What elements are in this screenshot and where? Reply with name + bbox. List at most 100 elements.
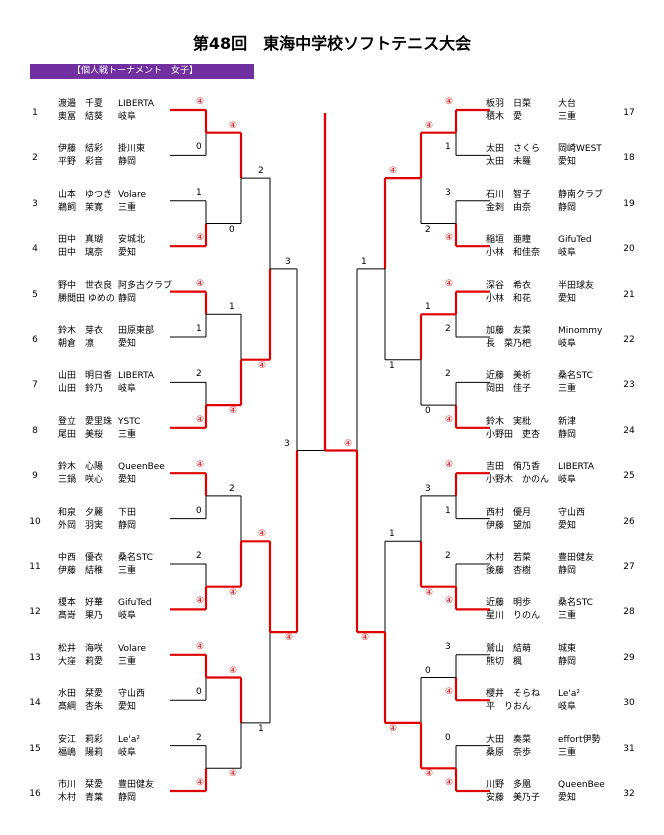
- match-score: 0: [425, 406, 431, 417]
- match-score: ④: [425, 120, 434, 131]
- prefecture-name: 愛知: [118, 475, 137, 486]
- player-name: 小野木 かのん: [486, 475, 550, 486]
- player-name: 鷲山 結萌: [486, 643, 532, 654]
- match-score: ④: [229, 406, 238, 417]
- seed-number: 29: [623, 652, 635, 663]
- prefecture-name: 岐阜: [118, 384, 137, 395]
- player-name: 中西 優衣: [58, 553, 104, 563]
- club-name: YSTC: [118, 416, 141, 427]
- prefecture-name: 岐阜: [558, 248, 577, 259]
- player-name: 近藤 明歩: [486, 598, 532, 609]
- seed-number: 2: [32, 153, 38, 164]
- club-name: LIBERTA: [558, 462, 595, 473]
- player-name: 太田 さくら: [486, 144, 541, 155]
- player-name: 大田 奏菜: [486, 734, 532, 745]
- seed-number: 14: [29, 698, 41, 709]
- player-name: 安藤 美乃子: [486, 793, 541, 803]
- player-name: 積木 愛: [486, 112, 523, 122]
- club-name: Minommy: [558, 326, 603, 336]
- match-score: 0: [445, 732, 451, 743]
- prefecture-name: 岐阜: [118, 611, 137, 622]
- match-score: ④: [196, 641, 205, 652]
- prefecture-name: 三重: [558, 611, 577, 622]
- match-score: 1: [229, 302, 235, 313]
- prefecture-name: 静岡: [118, 793, 137, 803]
- player-name: 松井 海咲: [58, 643, 104, 654]
- match-score: 0: [425, 665, 431, 676]
- seed-number: 15: [29, 743, 41, 754]
- seed-number: 32: [623, 789, 635, 799]
- player-name: 伊藤 結彩: [58, 144, 104, 155]
- player-name: 石川 智子: [486, 189, 532, 200]
- match-score: 3: [425, 483, 431, 494]
- club-name: 半田球友: [558, 280, 595, 291]
- match-score: 1: [425, 302, 431, 313]
- club-name: Le'a²: [118, 734, 140, 745]
- player-name: 髙嵜 果乃: [58, 611, 104, 622]
- match-score: ④: [196, 414, 205, 425]
- match-score: ④: [445, 414, 454, 425]
- player-name: 小林 和花: [486, 293, 532, 304]
- club-name: GifuTed: [118, 598, 152, 609]
- club-name: 阿多古クラブ: [118, 280, 173, 291]
- club-name: Le'a²: [558, 689, 580, 700]
- player-name: 榎本 好華: [58, 598, 104, 609]
- match-score: ④: [196, 278, 205, 289]
- player-name: 桑原 奈歩: [486, 747, 532, 758]
- seed-number: 21: [623, 289, 635, 300]
- match-score: 2: [196, 551, 202, 561]
- player-name: 金刺 由奈: [486, 202, 532, 213]
- player-name: 稲垣 亜瞳: [486, 235, 532, 246]
- prefecture-name: 静岡: [558, 656, 577, 667]
- match-score: 1: [196, 324, 202, 334]
- seed-number: 19: [623, 198, 635, 209]
- match-score: ④: [258, 360, 267, 371]
- prefecture-name: 静岡: [118, 520, 137, 531]
- match-score: ④: [258, 529, 267, 540]
- player-name: 安江 莉彩: [58, 734, 104, 745]
- seed-number: 10: [29, 516, 41, 527]
- prefecture-name: 静岡: [558, 202, 577, 213]
- match-score: 2: [196, 732, 202, 743]
- seed-number: 7: [32, 380, 38, 391]
- prefecture-name: 静岡: [118, 157, 137, 168]
- match-score: ④: [445, 233, 454, 244]
- seed-number: 18: [623, 153, 635, 164]
- club-name: 岡崎WEST: [558, 144, 602, 155]
- prefecture-name: 三重: [118, 429, 137, 440]
- match-score: 2: [445, 369, 451, 380]
- page-title: 第48回 東海中学校ソフトテニス大会: [192, 34, 472, 53]
- player-name: 田中 真瑚: [58, 235, 104, 246]
- player-name: 鈴木 芽衣: [58, 326, 104, 336]
- prefecture-name: 静岡: [118, 293, 137, 304]
- club-name: 大台: [558, 99, 577, 109]
- seed-number: 12: [29, 607, 41, 618]
- match-score: ④: [229, 120, 238, 131]
- player-name: 平 りおん: [486, 702, 532, 713]
- player-name: 水田 栞愛: [58, 689, 104, 700]
- seed-number: 24: [623, 425, 635, 436]
- player-name: 野中 世衣良: [58, 280, 113, 291]
- seed-number: 20: [623, 244, 635, 255]
- match-score: 0: [229, 224, 235, 235]
- player-name: 西村 優月: [486, 507, 532, 518]
- player-name: 登立 愛里珠: [58, 416, 113, 427]
- club-name: 豊田健友: [118, 780, 155, 790]
- player-name: 川野 多凰: [486, 780, 532, 790]
- player-name: 鵜飼 茉寛: [58, 202, 104, 213]
- player-name: 小林 和佳奈: [486, 248, 541, 259]
- prefecture-name: 三重: [118, 202, 137, 213]
- match-score: 3: [445, 641, 451, 652]
- prefecture-name: 愛知: [118, 339, 137, 349]
- match-score: ④: [445, 278, 454, 289]
- match-score: 1: [445, 505, 451, 516]
- prefecture-name: 三重: [118, 566, 137, 576]
- seed-number: 5: [32, 289, 38, 300]
- player-name: 深谷 希衣: [486, 280, 532, 291]
- player-name: 和泉 夕麗: [58, 507, 104, 518]
- match-score: ④: [196, 460, 205, 471]
- club-name: LIBERTA: [118, 99, 155, 109]
- prefecture-name: 三重: [118, 656, 137, 667]
- seed-number: 16: [29, 789, 41, 799]
- match-score: 1: [389, 529, 395, 540]
